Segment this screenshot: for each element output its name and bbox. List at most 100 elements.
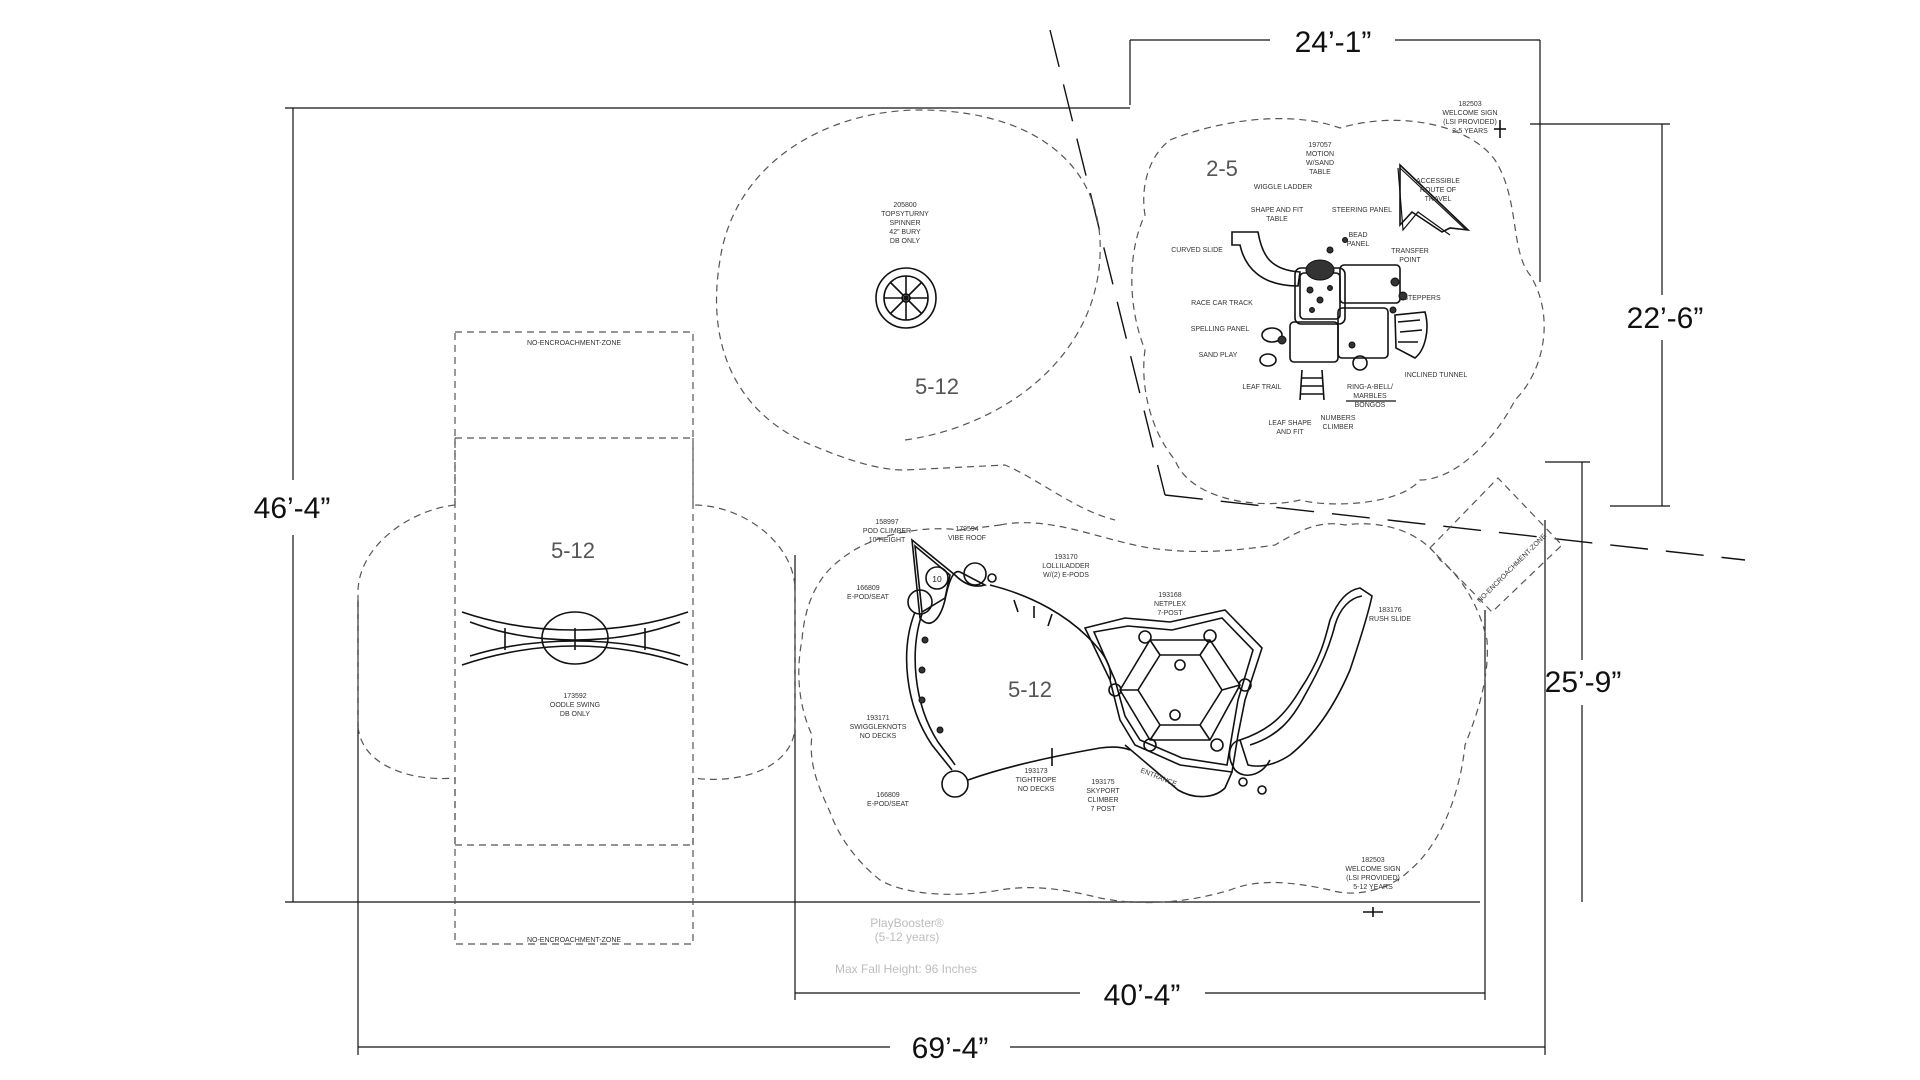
svg-text:DB ONLY: DB ONLY: [560, 711, 591, 718]
svg-text:(LSI PROVIDED): (LSI PROVIDED): [1346, 875, 1400, 882]
svg-text:WELCOME SIGN: WELCOME SIGN: [1442, 110, 1497, 117]
label-skyport-2: CLIMBER: [1087, 797, 1118, 804]
brand-name: PlayBooster®: [870, 916, 944, 930]
label-numbers-1: NUMBERS: [1320, 415, 1355, 422]
label-swiggleknots-1: SWIGGLEKNOTS: [850, 724, 907, 731]
spinner-use-zone: [716, 109, 1116, 521]
svg-text:(LSI PROVIDED): (LSI PROVIDED): [1443, 119, 1497, 126]
dim-bottom-inner: 40’-4”: [1104, 979, 1181, 1012]
label-ring-2: MARBLES: [1353, 393, 1387, 400]
label-entrance: ENTRANCE: [1139, 767, 1178, 788]
dimension-lines: 24’-1” 22’-6” 46’-4” 25’-9” 40’-4” 69’-4…: [254, 26, 1704, 1065]
label-swiggleknots-2: NO DECKS: [860, 733, 897, 740]
main-labels: 158997 POD CLIMBER 10”HEIGHT 179594 VIBE…: [847, 519, 1411, 813]
dim-top-width: 24’-1”: [1295, 26, 1372, 59]
nez-label-top: NO-ENCROACHMENT-ZONE: [527, 340, 621, 347]
svg-text:2-5 YEARS: 2-5 YEARS: [1452, 128, 1488, 135]
boundary-lines: [1049, 29, 1746, 561]
svg-text:OODLE SWING: OODLE SWING: [550, 702, 600, 709]
svg-text:ACCESSIBLE: ACCESSIBLE: [1416, 178, 1460, 185]
swing-nez-rect: [454, 331, 694, 945]
dim-left-height: 46’-4”: [254, 492, 331, 525]
boundary-line-diagonal: [1049, 29, 1166, 496]
brand-ages: (5-12 years): [875, 930, 940, 944]
dim-right-lower: 25’-9”: [1545, 666, 1622, 699]
swing-use-zone: [357, 438, 796, 845]
label-steppers: STEPPERS: [1403, 295, 1441, 302]
label-spelling: SPELLING PANEL: [1191, 326, 1250, 333]
label-sand-play: SAND PLAY: [1199, 352, 1238, 359]
zone-age-main: 5-12: [1008, 677, 1052, 702]
svg-text:182503: 182503: [1361, 857, 1384, 864]
boundary-line-horizontal: [1164, 494, 1746, 561]
spinner-label: 205800 TOPSYTURNY SPINNER 42” BURY DB ON…: [881, 202, 929, 245]
svg-text:DB ONLY: DB ONLY: [890, 238, 921, 245]
label-netplex-0: 193168: [1158, 592, 1181, 599]
svg-text:5-12 YEARS: 5-12 YEARS: [1353, 884, 1393, 891]
label-shape-fit-1: SHAPE AND FIT: [1251, 207, 1304, 214]
label-pod-climber-1: POD CLIMBER: [863, 528, 911, 535]
svg-text:ROUTE OF: ROUTE OF: [1420, 187, 1456, 194]
label-vibe-roof-0: 179594: [955, 526, 978, 533]
label-ring-3: BONGOS: [1355, 402, 1386, 409]
label-leaf-shape-2: AND FIT: [1276, 429, 1304, 436]
brand-block: PlayBooster® (5-12 years) Max Fall Heigh…: [835, 916, 977, 976]
spinner-equipment: [875, 267, 937, 329]
label-curved-slide: CURVED SLIDE: [1171, 247, 1223, 254]
label-ring-1: RING-A-BELL/: [1347, 384, 1393, 391]
svg-text:SPINNER: SPINNER: [889, 220, 920, 227]
zone-age-tot: 2-5: [1206, 156, 1238, 181]
label-transfer-2: POINT: [1399, 257, 1421, 264]
accessible-route-arrow: ACCESSIBLE ROUTE OF TRAVEL: [1397, 163, 1471, 236]
oodle-swing-equipment: [461, 611, 689, 666]
label-netplex-1: NETPLEX: [1154, 601, 1186, 608]
label-pod-climber-2: 10”HEIGHT: [869, 537, 906, 544]
oodle-swing-label: 173592 OODLE SWING DB ONLY: [550, 693, 600, 718]
label-rush-slide-1: RUSH SLIDE: [1369, 616, 1411, 623]
nez-label-slant: NO-ENCROACHMENT-ZONE: [1476, 533, 1548, 605]
label-numbers-2: CLIMBER: [1322, 424, 1353, 431]
label-epod-top-0: 166809: [856, 585, 879, 592]
svg-text:42” BURY: 42” BURY: [889, 229, 921, 236]
svg-text:182503: 182503: [1458, 101, 1481, 108]
label-skyport-3: 7 POST: [1091, 806, 1117, 813]
label-bead-2: PANEL: [1347, 241, 1370, 248]
label-tightrope-0: 193173: [1024, 768, 1047, 775]
main-structure: [905, 538, 1373, 798]
label-epod-top-1: E-POD/SEAT: [847, 594, 890, 601]
label-leaf-shape-1: LEAF SHAPE: [1268, 420, 1312, 427]
label-skyport-1: SKYPORT: [1086, 788, 1120, 795]
svg-text:TABLE: TABLE: [1309, 169, 1331, 176]
slide-nez-rect: [1429, 477, 1563, 613]
label-lolliladder-2: W/(2) E-PODS: [1043, 572, 1089, 579]
zone-age-spinner: 5-12: [915, 374, 959, 399]
label-leaf-trail: LEAF TRAIL: [1242, 384, 1281, 391]
label-race-car: RACE CAR TRACK: [1191, 300, 1253, 307]
zone-age-swing: 5-12: [551, 538, 595, 563]
svg-text:TOPSYTURNY: TOPSYTURNY: [881, 211, 929, 218]
svg-text:173592: 173592: [563, 693, 586, 700]
label-netplex-2: 7-POST: [1157, 610, 1183, 617]
brand-fall-height: Max Fall Height: 96 Inches: [835, 962, 977, 976]
label-transfer-1: TRANSFER: [1391, 248, 1429, 255]
svg-text:W/SAND: W/SAND: [1306, 160, 1334, 167]
svg-text:197057: 197057: [1308, 142, 1331, 149]
label-wiggle-ladder: WIGGLE LADDER: [1254, 184, 1312, 191]
label-lolliladder-0: 193170: [1054, 554, 1077, 561]
svg-text:MOTION: MOTION: [1306, 151, 1334, 158]
main-use-zone: [798, 522, 1488, 904]
welcome-sign-top: 182503 WELCOME SIGN (LSI PROVIDED) 2-5 Y…: [1442, 101, 1506, 138]
label-vibe-roof-1: VIBE ROOF: [948, 535, 986, 542]
label-rush-slide-0: 183176: [1378, 607, 1401, 614]
svg-text:205800: 205800: [893, 202, 916, 209]
label-epod-bottom-1: E-POD/SEAT: [867, 801, 910, 808]
dim-bottom-total: 69’-4”: [912, 1032, 989, 1065]
label-lolliladder-1: LOLLILADDER: [1042, 563, 1089, 570]
nez-label-bottom: NO-ENCROACHMENT-ZONE: [527, 937, 621, 944]
label-bead-1: BEAD: [1348, 232, 1367, 239]
tot-labels: WIGGLE LADDER SHAPE AND FIT TABLE STEERI…: [1171, 184, 1467, 436]
use-zones: [357, 109, 1563, 945]
label-inclined: INCLINED TUNNEL: [1405, 372, 1468, 379]
label-pod-climber-0: 158997: [875, 519, 898, 526]
